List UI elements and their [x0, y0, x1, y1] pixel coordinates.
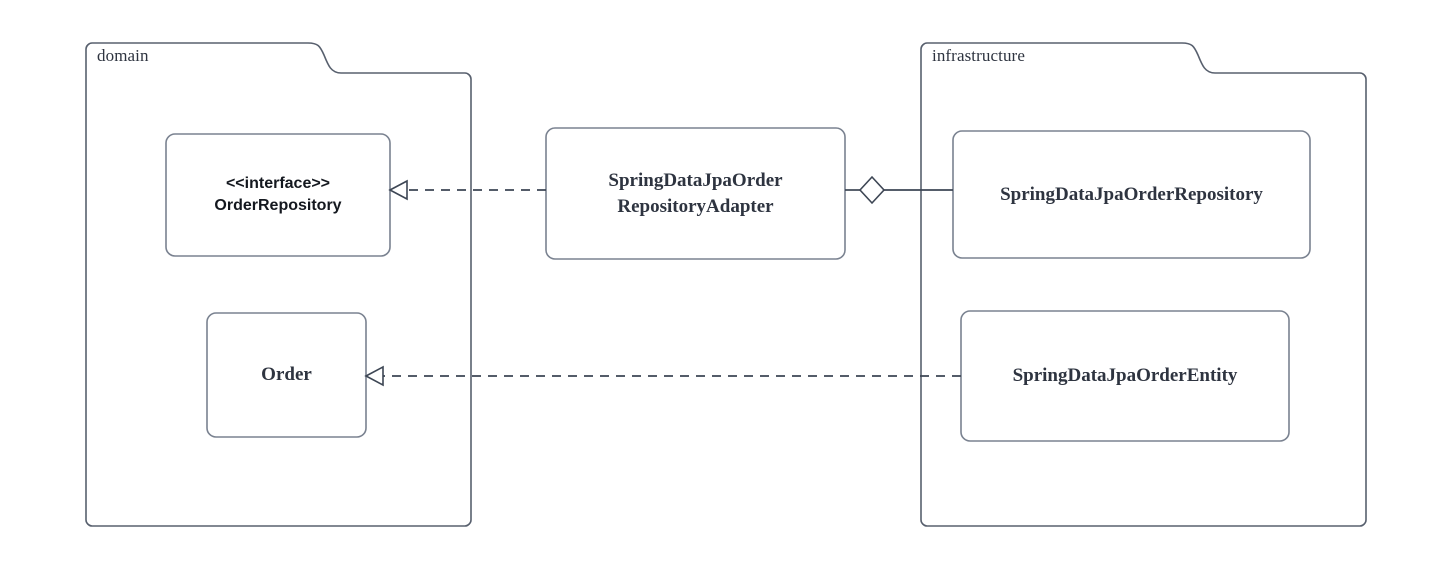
class-box-spring-data-jpa-order-repository[interactable] — [952, 130, 1311, 259]
diamond-hollow-aggregation — [858, 175, 886, 205]
class-box-spring-data-jpa-order-repository-adapter[interactable] — [545, 127, 846, 260]
package-shape-infrastructure[interactable] — [920, 42, 1367, 527]
package-label-domain: domain — [97, 46, 149, 65]
class-box-order[interactable] — [206, 312, 367, 438]
package-shape-domain[interactable] — [85, 42, 472, 527]
class-box-spring-data-jpa-order-entity[interactable] — [960, 310, 1290, 442]
arrowhead-hollow-triangle-order — [364, 365, 384, 387]
class-box-order-repository[interactable] — [165, 133, 391, 257]
package-label-infrastructure: infrastructure — [932, 46, 1025, 65]
arrowhead-hollow-triangle-order-repository — [388, 179, 408, 201]
